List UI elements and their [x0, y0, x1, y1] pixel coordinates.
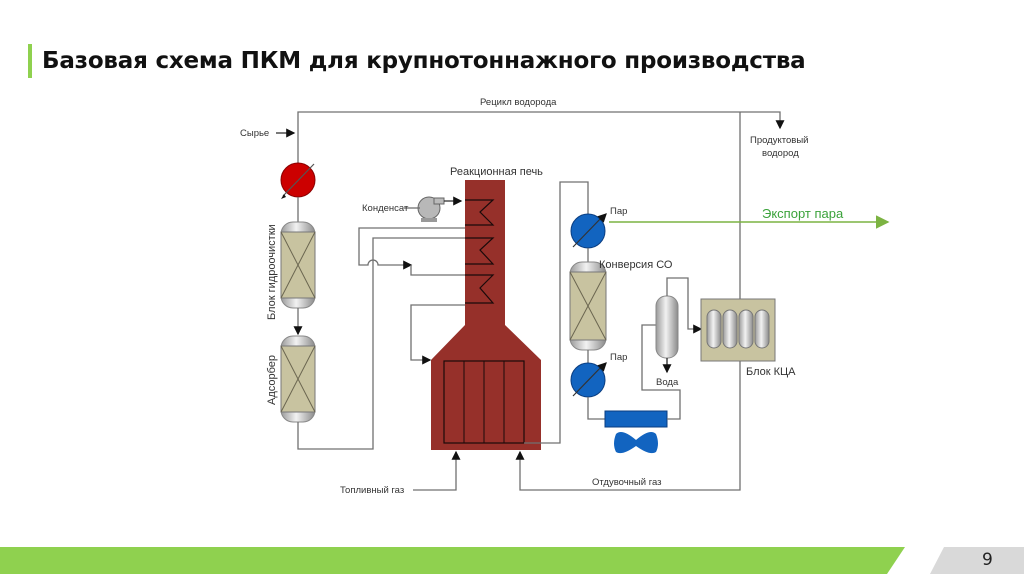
pipe-furnace-outlet — [524, 181, 589, 444]
steam-label-1: Пар — [610, 206, 627, 217]
fuel-gas-line — [413, 450, 461, 491]
hydrotreating-vessel — [280, 221, 316, 309]
product-hydrogen-label-1: Продуктовый — [750, 135, 808, 146]
pipe-adsorber-furnace — [297, 237, 487, 450]
purge-gas-label: Отдувочный газ — [592, 477, 662, 488]
recycle-hydrogen-label: Рецикл водорода — [480, 97, 557, 108]
psa-block — [700, 298, 776, 362]
adsorber-vessel — [280, 335, 316, 423]
co-conversion-label: Конверсия СО — [599, 259, 673, 271]
adsorber-label: Адсорбер — [266, 355, 278, 405]
steam-export-label: Экспорт пара — [762, 206, 844, 221]
page-title: Базовая схема ПКМ для крупнотоннажного п… — [42, 48, 806, 74]
feed-heater — [280, 162, 316, 199]
psa-block-label: Блок КЦА — [746, 366, 796, 378]
pipe-coil-3 — [410, 265, 487, 276]
air-cooler — [604, 410, 668, 454]
steam-exchanger-2 — [570, 362, 606, 398]
page-number: 9 — [982, 550, 993, 570]
reaction-furnace-label: Реакционная печь — [450, 166, 543, 178]
pipe-separator-psa — [666, 277, 700, 330]
hydrotreating-label: Блок гидроочистки — [266, 224, 278, 320]
feed-label: Сырье — [240, 128, 269, 139]
fuel-gas-label: Топливный газ — [340, 485, 404, 496]
footer-accent-bar — [0, 547, 905, 574]
product-hydrogen-label-2: водород — [762, 148, 799, 159]
reaction-furnace — [431, 180, 541, 450]
pipe-cooler-separator — [641, 324, 681, 420]
title-accent-bar — [28, 44, 32, 78]
separator-vessel — [655, 295, 679, 359]
co-conversion-vessel — [569, 261, 607, 351]
steam-exchanger-1 — [570, 213, 606, 249]
water-label: Вода — [656, 377, 679, 388]
page-number-box — [930, 547, 1024, 574]
pipe-coil-loop — [358, 227, 487, 266]
condensate-label: Конденсат — [362, 203, 409, 214]
pipe-coil-to-tubes — [410, 304, 487, 361]
condensate-pump — [417, 196, 445, 222]
steam-label-2: Пар — [610, 352, 627, 363]
